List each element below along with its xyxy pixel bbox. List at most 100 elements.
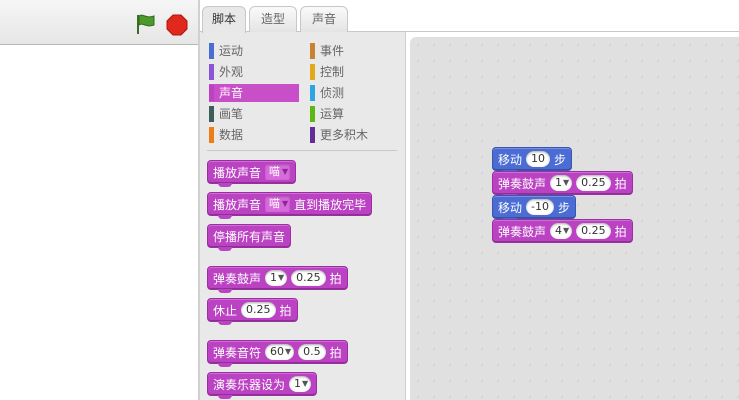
drum-dropdown[interactable]: 4▼ (550, 223, 573, 239)
dropdown-value: 60 (270, 345, 285, 358)
category-motion[interactable]: 运动 (209, 42, 299, 60)
block-notch (218, 321, 232, 325)
category-sensing[interactable]: 侦测 (310, 84, 400, 102)
category-looks[interactable]: 外观 (209, 63, 299, 81)
category-data[interactable]: 数据 (209, 126, 299, 144)
category-control[interactable]: 控制 (310, 63, 400, 81)
dropdown-value: 1 (294, 377, 302, 390)
category-label: 运算 (320, 107, 345, 121)
beats-input[interactable]: 0.25 (576, 175, 611, 191)
dropdown-value: 喵 (269, 197, 281, 210)
script-block-move[interactable]: 移动 -10 步 (492, 195, 576, 222)
block-set-instrument[interactable]: 演奏乐器设为 1▼ (207, 372, 318, 399)
block-play-note[interactable]: 弹奏音符 60▼ 0.5 拍 (207, 340, 348, 367)
block-unit: 拍 (614, 176, 627, 191)
drum-dropdown[interactable]: 1▼ (550, 175, 573, 191)
category-swatch (209, 85, 214, 101)
scripts-area[interactable]: 移动 10 步 弹奏鼓声 1▼ 0.25 拍 移动 -10 步 弹奏鼓声 4▼ … (410, 37, 739, 400)
dropdown-arrow-icon: ▼ (563, 226, 570, 235)
instrument-dropdown[interactable]: 1▼ (289, 376, 312, 392)
category-events[interactable]: 事件 (310, 42, 400, 60)
category-divider (207, 150, 397, 151)
block-play-sound-until-done[interactable]: 播放声音 喵▼ 直到播放完毕 (207, 192, 373, 219)
block-unit: 拍 (279, 303, 292, 318)
tab-baseline (200, 31, 739, 32)
dropdown-arrow-icon: ▼ (563, 178, 570, 187)
category-label: 画笔 (219, 107, 244, 121)
dropdown-value: 1 (270, 271, 278, 284)
block-notch (218, 289, 232, 293)
block-label: 移动 (498, 200, 523, 215)
block-notch (218, 395, 232, 399)
script-block-play-drum[interactable]: 弹奏鼓声 1▼ 0.25 拍 (492, 171, 633, 198)
script-block-move[interactable]: 移动 10 步 (492, 147, 573, 174)
block-unit: 步 (554, 152, 567, 167)
block-label-suffix: 直到播放完毕 (294, 197, 367, 212)
block-unit: 拍 (329, 345, 342, 360)
block-unit: 拍 (614, 224, 627, 239)
dropdown-arrow-icon: ▼ (285, 347, 292, 356)
block-palette: 运动 外观 声音 画笔 数据 事件 控制 侦测 运算 更多积木 播放声音 喵▼ (200, 32, 406, 400)
dropdown-value: 4 (555, 224, 563, 237)
stage-divider (198, 0, 200, 400)
block-play-drum[interactable]: 弹奏鼓声 1▼ 0.25 拍 (207, 266, 348, 293)
block-notch (218, 183, 232, 187)
category-more-blocks[interactable]: 更多积木 (310, 126, 400, 144)
category-label: 事件 (320, 44, 345, 58)
block-label: 弹奏鼓声 (213, 271, 262, 286)
block-label: 弹奏鼓声 (498, 224, 547, 239)
category-label: 运动 (219, 44, 244, 58)
steps-input[interactable]: 10 (526, 151, 551, 167)
beats-input[interactable]: 0.5 (298, 344, 326, 360)
category-swatch (209, 64, 214, 80)
block-unit: 步 (557, 200, 570, 215)
block-notch (218, 215, 232, 219)
stage[interactable] (0, 46, 198, 400)
category-operators[interactable]: 运算 (310, 105, 400, 123)
dropdown-arrow-icon: ▼ (282, 167, 289, 176)
category-pen[interactable]: 画笔 (209, 105, 299, 123)
block-label: 停播所有声音 (213, 229, 286, 244)
beats-input[interactable]: 0.25 (291, 270, 326, 286)
block-label: 移动 (498, 152, 523, 167)
block-play-sound[interactable]: 播放声音 喵▼ (207, 160, 297, 187)
block-label: 播放声音 (213, 165, 262, 180)
block-label: 弹奏鼓声 (498, 176, 547, 191)
stop-sign-icon[interactable] (166, 14, 188, 36)
green-flag-icon[interactable] (133, 12, 157, 36)
tabs-bar: 脚本 造型 声音 (200, 0, 739, 33)
tab-costumes[interactable]: 造型 (249, 6, 297, 32)
sound-dropdown[interactable]: 喵▼ (265, 164, 291, 180)
category-label: 侦测 (320, 86, 345, 100)
dropdown-arrow-icon: ▼ (302, 379, 309, 388)
block-label: 休止 (213, 303, 238, 318)
category-label: 控制 (320, 65, 345, 79)
category-swatch (209, 43, 214, 59)
block-label: 播放声音 (213, 197, 262, 212)
tab-sounds[interactable]: 声音 (300, 6, 348, 32)
dropdown-arrow-icon: ▼ (278, 273, 285, 282)
block-stop-all-sounds[interactable]: 停播所有声音 (207, 224, 292, 251)
script-block-play-drum[interactable]: 弹奏鼓声 4▼ 0.25 拍 (492, 219, 633, 243)
tab-scripts[interactable]: 脚本 (202, 6, 246, 33)
category-swatch (310, 106, 315, 122)
drum-dropdown[interactable]: 1▼ (265, 270, 288, 286)
sound-dropdown[interactable]: 喵▼ (265, 196, 291, 212)
category-label: 外观 (219, 65, 244, 79)
dropdown-value: 1 (555, 176, 563, 189)
beats-input[interactable]: 0.25 (241, 302, 276, 318)
stage-header (0, 0, 198, 45)
note-dropdown[interactable]: 60▼ (265, 344, 295, 360)
block-label: 弹奏音符 (213, 345, 262, 360)
category-label: 更多积木 (320, 128, 369, 142)
block-notch (218, 247, 232, 251)
steps-input[interactable]: -10 (526, 199, 554, 215)
beats-input[interactable]: 0.25 (576, 223, 611, 239)
category-swatch (209, 106, 214, 122)
category-sound[interactable]: 声音 (209, 84, 299, 102)
block-rest[interactable]: 休止 0.25 拍 (207, 298, 298, 325)
category-swatch (209, 127, 214, 143)
block-notch (218, 363, 232, 367)
category-swatch (310, 43, 315, 59)
dropdown-arrow-icon: ▼ (282, 199, 289, 208)
